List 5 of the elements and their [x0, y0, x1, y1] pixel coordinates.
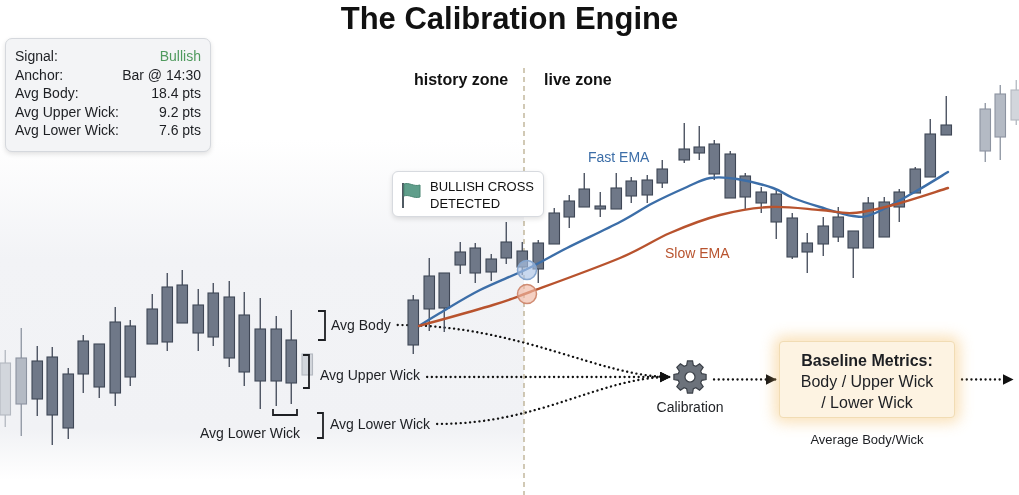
stat-value: Bar @ 14:30: [122, 65, 201, 84]
stat-label: Anchor:: [15, 65, 64, 84]
diagram-title: The Calibration Engine: [340, 1, 679, 36]
stat-value: Bullish: [159, 47, 201, 65]
stat-label: Signal:: [15, 47, 58, 65]
